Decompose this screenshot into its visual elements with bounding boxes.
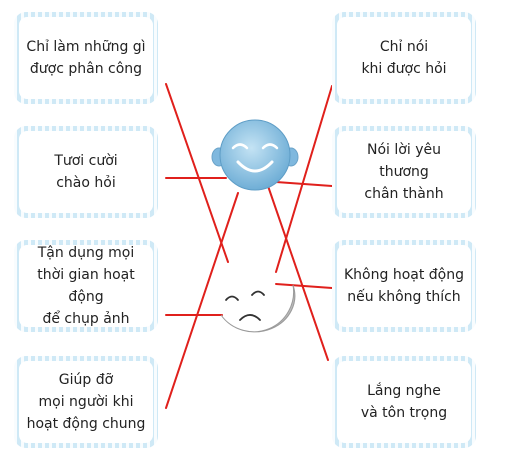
card-left-3-body: Tận dụng mọi thời gian hoạt động để chụp… xyxy=(19,245,153,327)
line-yeu-thuong-to-happy xyxy=(275,181,333,187)
card-right-1: Chỉ nói khi được hỏi xyxy=(332,12,476,104)
card-left-4-text: Giúp đỡ mọi người khi hoạt động chung xyxy=(26,372,146,432)
sad-face-icon xyxy=(220,284,296,333)
card-right-4: Lắng nghe và tôn trọng xyxy=(332,356,476,448)
card-left-1-text: Chỉ làm những gì được phân công xyxy=(26,39,146,77)
card-left-2-text: Tươi cười chào hỏi xyxy=(54,153,118,191)
card-right-4-body: Lắng nghe và tôn trọng xyxy=(337,361,471,443)
card-left-3-text: Tận dụng mọi thời gian hoạt động để chụp… xyxy=(37,245,135,327)
card-right-1-text: Chỉ nói khi được hỏi xyxy=(361,39,447,77)
card-left-2-body: Tươi cười chào hỏi xyxy=(19,131,153,213)
card-left-4-body: Giúp đỡ mọi người khi hoạt động chung xyxy=(19,361,153,443)
card-right-4-text: Lắng nghe và tôn trọng xyxy=(360,383,448,421)
line-giup-do-to-happy xyxy=(165,192,239,409)
line-lang-nghe-to-happy xyxy=(267,185,329,361)
line-chi-noi-to-sad xyxy=(275,85,333,273)
card-right-3: Không hoạt động nếu không thích xyxy=(332,240,476,332)
card-right-3-text: Không hoạt động nếu không thích xyxy=(344,267,464,305)
card-left-1-body: Chỉ làm những gì được phân công xyxy=(19,17,153,99)
card-left-1: Chỉ làm những gì được phân công xyxy=(14,12,158,104)
card-left-4: Giúp đỡ mọi người khi hoạt động chung xyxy=(14,356,158,448)
card-left-3: Tận dụng mọi thời gian hoạt động để chụp… xyxy=(14,240,158,332)
line-phan-cong-to-sad xyxy=(165,83,229,263)
happy-face-icon xyxy=(211,119,299,191)
card-right-1-body: Chỉ nói khi được hỏi xyxy=(337,17,471,99)
card-right-2-text: Nói lời yêu thương chân thành xyxy=(364,142,444,202)
line-khong-hoat-dong-to-sad xyxy=(275,283,333,289)
card-right-2-body: Nói lời yêu thương chân thành xyxy=(337,131,471,213)
card-right-2: Nói lời yêu thương chân thành xyxy=(332,126,476,218)
card-right-3-body: Không hoạt động nếu không thích xyxy=(337,245,471,327)
card-left-2: Tươi cười chào hỏi xyxy=(14,126,158,218)
